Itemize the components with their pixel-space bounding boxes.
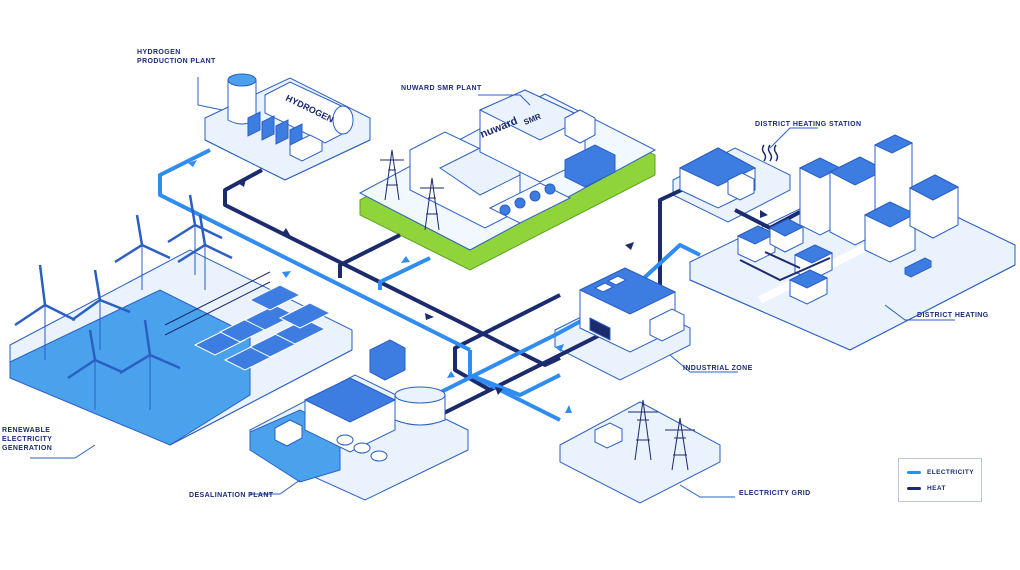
wind-turbine xyxy=(167,194,223,275)
desalination-plant-buildings xyxy=(274,339,446,462)
industrial-zone-label: INDUSTRIAL ZONE xyxy=(683,365,753,372)
renewable-label-line2: ELECTRICITY xyxy=(2,436,53,443)
hydrogen-plant-label: HYDROGEN PRODUCTION PLANT xyxy=(137,48,216,66)
solar-fence xyxy=(164,271,271,336)
legend-heat: HEAT xyxy=(907,483,946,493)
district-heating-label: DISTRICT HEATING xyxy=(917,312,989,319)
wind-turbine xyxy=(14,264,76,360)
wind-turbine xyxy=(71,269,131,350)
wind-turbines xyxy=(14,194,233,410)
cooling-fans xyxy=(488,182,572,224)
legend-heat-text: HEAT xyxy=(927,484,946,492)
nuward-smr-plant: nuward SMR xyxy=(380,89,616,231)
electricity-grid-pylons xyxy=(594,399,695,471)
nuward-smr-label: NUWARD SMR PLANT xyxy=(401,85,482,92)
electricity-swatch xyxy=(907,470,921,474)
desal-tanks xyxy=(336,434,388,462)
desalination-label: DESALINATION PLANT xyxy=(189,492,274,499)
district-heating-station-label: DISTRICT HEATING STATION xyxy=(755,121,862,128)
electricity-grid-label: ELECTRICITY GRID xyxy=(739,490,811,497)
district-heating-station xyxy=(678,144,779,209)
grid-platform xyxy=(559,401,721,504)
renewable-label-line1: RENEWABLE xyxy=(2,427,51,434)
legend-electricity: ELECTRICITY xyxy=(907,467,974,477)
wind-turbine xyxy=(67,329,123,410)
renewable-label: RENEWABLE ELECTRICITY GENERATION xyxy=(2,426,52,453)
heat-swatch xyxy=(907,486,921,490)
wind-turbine xyxy=(119,319,181,410)
district-heating-city xyxy=(736,134,960,305)
electrolyser-units xyxy=(247,111,303,149)
leader-lines xyxy=(30,77,955,498)
smr-pylon-left xyxy=(380,149,444,231)
wind-turbine xyxy=(177,214,233,290)
solar-panels xyxy=(193,284,332,371)
legend-electricity-text: ELECTRICITY xyxy=(927,468,975,476)
wind-turbine xyxy=(114,214,171,290)
hydrogen-label-line2: PRODUCTION PLANT xyxy=(137,58,216,65)
legend: ELECTRICITY HEAT xyxy=(898,458,982,502)
hydrogen-label-line1: HYDROGEN xyxy=(137,49,181,56)
flow-arrows xyxy=(188,160,768,413)
industrial-zone-buildings xyxy=(578,267,685,353)
heat-wave-icon xyxy=(761,144,779,162)
renewable-label-line3: GENERATION xyxy=(2,445,53,452)
bus xyxy=(904,257,932,278)
